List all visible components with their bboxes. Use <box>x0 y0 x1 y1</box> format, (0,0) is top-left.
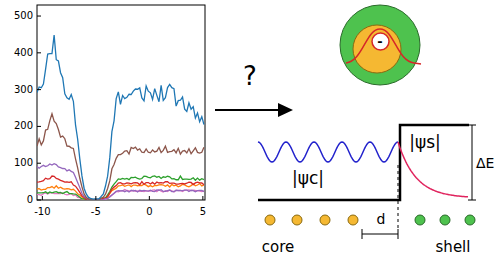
distance-label: d <box>377 212 386 226</box>
core-wave <box>258 142 398 162</box>
electron-circle: - <box>371 32 390 51</box>
electron-shape <box>372 33 389 50</box>
core-wavefunction-label: |ψc| <box>292 170 324 187</box>
axis-tick-label: 5 <box>200 207 206 217</box>
data-curve <box>37 35 204 199</box>
tick-mark <box>95 196 96 200</box>
tick-mark <box>37 16 41 17</box>
electron-charge: - <box>377 35 382 48</box>
data-curve <box>37 176 204 200</box>
plot-curves <box>37 35 204 200</box>
core-atoms <box>265 215 358 225</box>
tick-mark <box>37 126 41 127</box>
tick-mark <box>37 200 41 201</box>
shell-circle <box>340 5 420 85</box>
tick-mark <box>37 52 41 53</box>
axis-tick-label: -5 <box>91 207 101 217</box>
axis-tick-label: 300 <box>14 85 33 95</box>
axis-tick-label: 200 <box>14 121 33 131</box>
tick-mark <box>202 196 203 200</box>
data-curve <box>37 114 204 200</box>
axis-tick-label: 0 <box>146 207 152 217</box>
plot-frame <box>37 5 205 200</box>
axis-tick-label: 500 <box>14 11 33 21</box>
potential-step <box>258 125 469 200</box>
data-curve <box>37 164 204 200</box>
shell-wavefunction-label: |ψs| <box>409 134 441 151</box>
wavefunction-icon <box>346 29 421 64</box>
interface-line <box>398 165 399 228</box>
core-label: core <box>262 240 295 255</box>
arrow-shaft <box>215 109 280 111</box>
distance-bracket <box>362 229 398 239</box>
data-curve <box>37 176 204 200</box>
question-mark: ? <box>243 63 257 89</box>
axis-tick-label: 100 <box>14 158 33 168</box>
shell-atoms <box>415 215 475 225</box>
arrow-head <box>278 103 293 117</box>
tick-mark <box>37 163 41 164</box>
shell-label: shell <box>436 240 471 255</box>
tick-mark <box>42 196 43 200</box>
tick-mark <box>37 89 41 90</box>
energy-bracket <box>468 125 476 200</box>
data-curve <box>37 184 204 200</box>
axis-tick-label: -10 <box>34 207 50 217</box>
energy-offset-label: ΔE <box>476 156 494 170</box>
plot-ticks <box>37 16 203 200</box>
axis-tick-label: 400 <box>14 48 33 58</box>
core-circle <box>353 25 401 73</box>
tick-mark <box>149 196 150 200</box>
axis-tick-label: 0 <box>27 195 33 205</box>
